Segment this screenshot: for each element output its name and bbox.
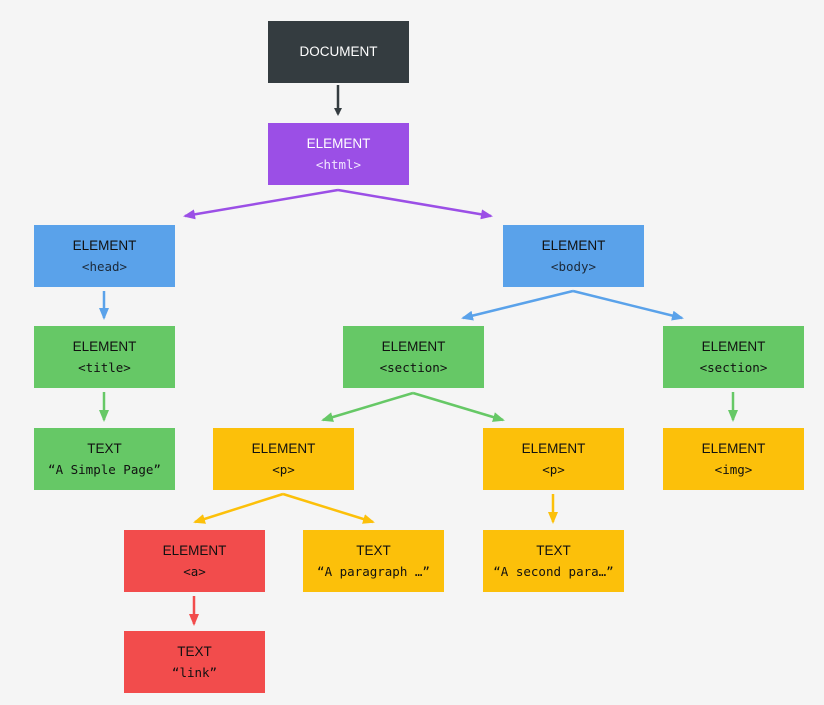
node-html: ELEMENT <html> bbox=[268, 123, 409, 185]
node-p-1-title: ELEMENT bbox=[251, 440, 316, 456]
node-text-p-1: TEXT “A paragraph …” bbox=[303, 530, 444, 592]
node-text-title: TEXT “A Simple Page” bbox=[34, 428, 175, 490]
node-text-link-tag: “link” bbox=[171, 664, 218, 680]
node-section-2: ELEMENT <section> bbox=[663, 326, 804, 388]
node-p-1: ELEMENT <p> bbox=[213, 428, 354, 490]
node-text-p-1-tag: “A paragraph …” bbox=[317, 563, 430, 579]
edge-body-section1 bbox=[461, 289, 574, 321]
node-text-p-1-title: TEXT bbox=[356, 542, 391, 558]
node-head-tag: <head> bbox=[81, 258, 128, 274]
node-text-link: TEXT “link” bbox=[124, 631, 265, 693]
node-head-title: ELEMENT bbox=[72, 237, 137, 253]
edge-p1-a bbox=[193, 492, 284, 524]
node-body-tag: <body> bbox=[550, 258, 597, 274]
node-p-1-tag: <p> bbox=[272, 461, 295, 477]
node-text-p-2: TEXT “A second para…” bbox=[483, 530, 624, 592]
node-p-2-title: ELEMENT bbox=[521, 440, 586, 456]
node-section-1: ELEMENT <section> bbox=[343, 326, 484, 388]
edge-html-body bbox=[337, 188, 493, 220]
node-text-p-2-title: TEXT bbox=[536, 542, 571, 558]
edge-body-section2 bbox=[572, 289, 684, 321]
node-html-tag: <html> bbox=[315, 156, 362, 172]
node-text-title-tag: “A Simple Page” bbox=[48, 461, 161, 477]
node-img: ELEMENT <img> bbox=[663, 428, 804, 490]
node-text-p-2-tag: “A second para…” bbox=[493, 563, 614, 579]
node-a: ELEMENT <a> bbox=[124, 530, 265, 592]
node-head: ELEMENT <head> bbox=[34, 225, 175, 287]
node-a-tag: <a> bbox=[183, 563, 206, 579]
node-document: DOCUMENT bbox=[268, 21, 409, 83]
node-section-1-title: ELEMENT bbox=[381, 338, 446, 354]
node-a-title: ELEMENT bbox=[162, 542, 227, 558]
node-html-title: ELEMENT bbox=[306, 135, 371, 151]
node-p-2-tag: <p> bbox=[542, 461, 565, 477]
node-title-tag: <title> bbox=[78, 359, 131, 375]
node-section-2-tag: <section> bbox=[699, 359, 768, 375]
node-title-title: ELEMENT bbox=[72, 338, 137, 354]
node-title: ELEMENT <title> bbox=[34, 326, 175, 388]
node-section-2-title: ELEMENT bbox=[701, 338, 766, 354]
node-p-2: ELEMENT <p> bbox=[483, 428, 624, 490]
edge-section1-p1 bbox=[321, 391, 414, 422]
node-img-title: ELEMENT bbox=[701, 440, 766, 456]
node-text-title-title: TEXT bbox=[87, 440, 122, 456]
node-img-tag: <img> bbox=[714, 461, 753, 477]
node-section-1-tag: <section> bbox=[379, 359, 448, 375]
edge-html-head bbox=[183, 188, 339, 220]
node-document-title: DOCUMENT bbox=[299, 44, 378, 59]
edge-section1-p2 bbox=[412, 391, 505, 422]
edge-p1-text bbox=[282, 492, 375, 524]
node-body: ELEMENT <body> bbox=[503, 225, 644, 287]
node-body-title: ELEMENT bbox=[541, 237, 606, 253]
node-text-link-title: TEXT bbox=[177, 643, 212, 659]
